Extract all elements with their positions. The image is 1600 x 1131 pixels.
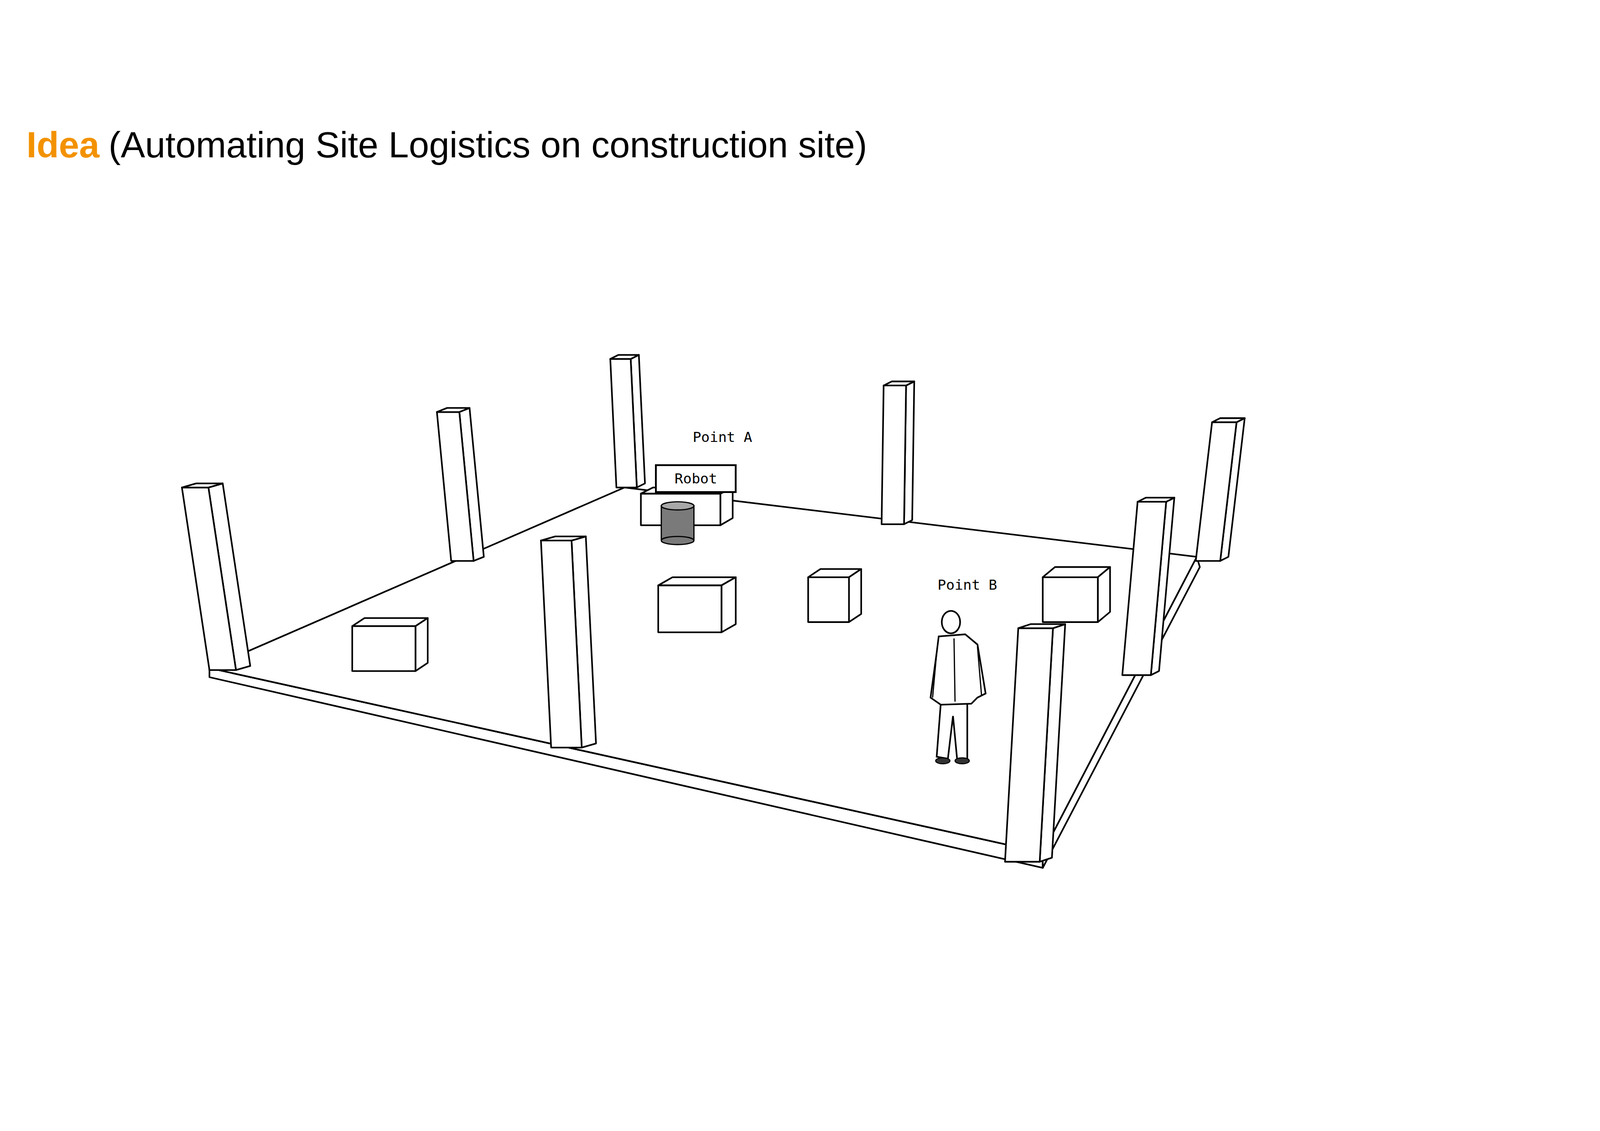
robot-box: Robot: [654, 464, 737, 494]
pillar-face: [181, 487, 237, 671]
pillar-top: [883, 381, 915, 386]
crate-side: [415, 618, 428, 671]
material-drum: [661, 505, 695, 540]
node-text: Robot: [674, 470, 717, 487]
crate-face: [808, 577, 849, 623]
pillar-top: [610, 354, 639, 359]
person-shoe: [955, 758, 970, 764]
person-body: [930, 634, 986, 705]
person-detail: [932, 638, 982, 702]
subtitle: (Automating Site Logistics on constructi…: [108, 124, 868, 167]
pillar-top: [540, 536, 586, 541]
pillar-face: [1122, 501, 1167, 676]
person-head: [941, 611, 961, 634]
crate-side: [721, 577, 736, 633]
title-row: Idea(Automating Site Logistics on constr…: [26, 124, 868, 167]
pillar-face: [540, 540, 582, 748]
pillar-top: [436, 407, 470, 412]
pillar-top: [1211, 418, 1245, 423]
material-drum: [661, 501, 695, 510]
pillar-face: [610, 358, 637, 488]
pillar-top: [1018, 624, 1066, 629]
person-legs: [936, 703, 968, 759]
crate-side: [1097, 566, 1111, 623]
point-label: Point A: [690, 428, 755, 446]
title: Idea: [26, 124, 100, 167]
person-shoe: [935, 758, 950, 764]
crate-side: [848, 569, 862, 623]
crate-face: [658, 585, 722, 633]
crate-face: [352, 626, 416, 671]
pillar-top: [181, 483, 223, 488]
material-drum: [661, 536, 695, 545]
crate-face: [1042, 577, 1098, 623]
pillar-face: [881, 385, 907, 525]
point-label: Point B: [935, 576, 1000, 593]
pillar-face: [1004, 628, 1053, 863]
pillar-top: [1137, 497, 1175, 502]
pillar-face: [436, 411, 474, 561]
pillar-face: [1195, 422, 1237, 562]
